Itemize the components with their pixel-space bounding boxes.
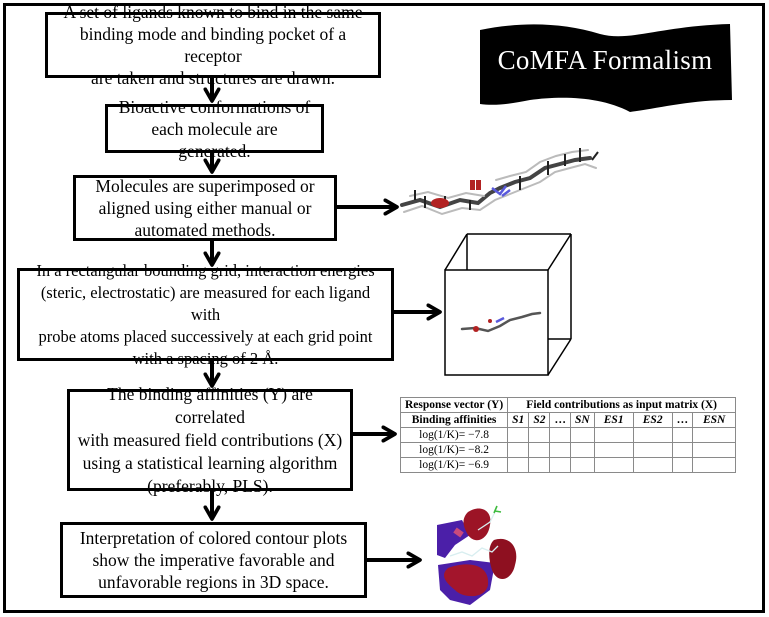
step-3-box: Molecules are superimposed or aligned us…: [73, 175, 337, 241]
subheader-binding-affinities: Binding affinities: [399, 412, 509, 428]
step-5-line-4: (preferably, PLS).: [147, 475, 273, 496]
header-field-contributions: Field contributions as input matrix (X): [507, 397, 737, 413]
col-header: ES1: [593, 412, 634, 428]
contour-map-image: [437, 505, 517, 605]
response-field-matrix-table: Response vector (Y) Field contributions …: [399, 397, 737, 473]
step-1-box: A set of ligands known to bind in the sa…: [45, 2, 381, 88]
header-response-vector: Response vector (Y): [399, 397, 509, 413]
col-header: S2: [528, 412, 551, 428]
step-5-box: The binding affinities (Y) are correlate…: [67, 384, 353, 496]
col-header: S1: [507, 412, 530, 428]
step-4-box: In a rectangular bounding grid, interact…: [17, 261, 394, 368]
step-4-line-3: probe atoms placed successively at each …: [38, 326, 373, 346]
step-6-line-1: Interpretation of colored contour plots: [79, 528, 348, 548]
title-banner: [480, 24, 732, 112]
step-5-line-1: The binding affinities (Y) are correlate…: [107, 383, 313, 427]
step-4-line-1: In a rectangular bounding grid, interact…: [36, 260, 375, 280]
table-header-row: Response vector (Y) Field contributions …: [399, 397, 737, 413]
step-1-line-2: binding mode and binding pocket of a rec…: [79, 24, 347, 66]
step-2-box: Bioactive conformations of each molecule…: [105, 97, 324, 161]
step-5-line-2: with measured field contributions (X): [77, 429, 343, 450]
step-1-line-3: are taken and structures are drawn.: [91, 68, 335, 88]
step-1-line-1: A set of ligands known to bind in the sa…: [63, 2, 363, 22]
step-3-line-1: Molecules are superimposed or: [95, 176, 315, 196]
step-3-line-3: automated methods.: [134, 220, 276, 240]
table-row: log(1/K)= −8.2: [399, 442, 737, 458]
step-2-line-1: Bioactive conformations of: [118, 96, 311, 117]
step-4-line-2: (steric, electrostatic) are measured for…: [40, 282, 371, 324]
table-row: log(1/K)= −7.8: [399, 427, 737, 443]
affinity-cell: log(1/K)= −8.2: [399, 442, 509, 458]
step-4-line-4: with a spacing of 2 Å.: [132, 348, 279, 368]
step-6-line-3: unfavorable regions in 3D space.: [98, 572, 329, 592]
step-2-line-2: each molecule are generated.: [151, 118, 278, 161]
aligned-molecules-image: [400, 148, 599, 216]
col-header: SN: [569, 412, 595, 428]
step-6-line-2: show the imperative favorable and: [92, 550, 335, 570]
step-6-box: Interpretation of colored contour plots …: [60, 522, 367, 598]
col-header: ESN: [692, 412, 737, 428]
col-header: …: [549, 412, 571, 428]
affinity-cell: log(1/K)= −7.8: [399, 427, 509, 443]
table-row: log(1/K)= −6.9: [399, 457, 737, 473]
table-subheader-row: Binding affinities S1 S2 … SN ES1 ES2 … …: [399, 412, 737, 428]
col-header: …: [671, 412, 694, 428]
step-5-line-3: using a statistical learning algorithm: [82, 452, 338, 473]
diagram-title: CoMFA Formalism: [497, 45, 713, 75]
bounding-grid-box-image: [444, 233, 572, 376]
step-3-line-2: aligned using either manual or: [98, 198, 312, 218]
affinity-cell: log(1/K)= −6.9: [399, 457, 509, 473]
col-header: ES2: [632, 412, 673, 428]
